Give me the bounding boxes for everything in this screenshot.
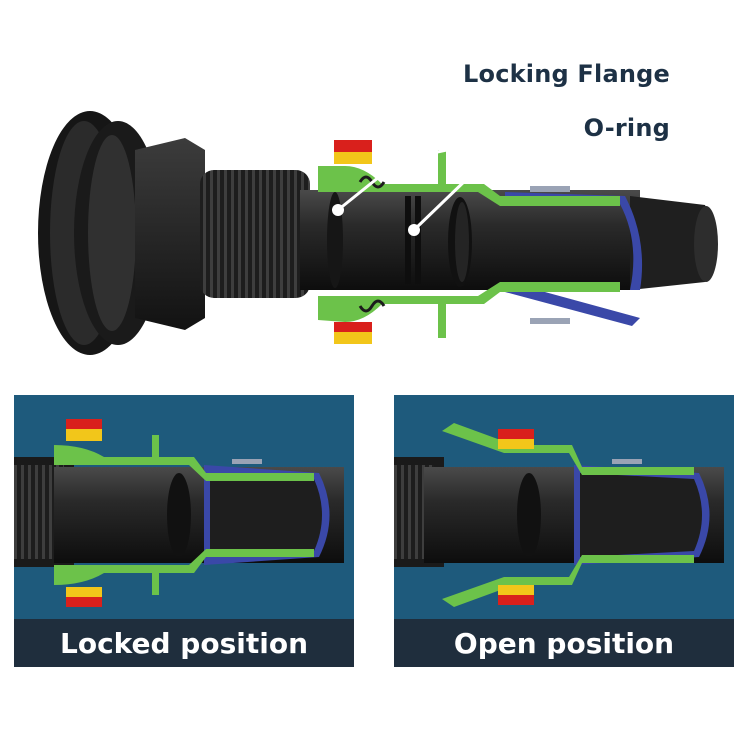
- callout-locking-flange: [332, 146, 457, 216]
- o-ring-label: O-ring: [583, 114, 670, 142]
- open-position-illustration: [394, 423, 724, 607]
- hose: [630, 196, 714, 290]
- hex-nut: [135, 138, 205, 330]
- threaded-shank: [200, 170, 310, 298]
- locked-position-panel: Locked position: [14, 395, 354, 667]
- locked-position-caption: Locked position: [14, 619, 354, 667]
- o-ring-grooves: [405, 196, 472, 287]
- locking-flange-label: Locking Flange: [463, 60, 670, 88]
- latch-bottom: [334, 322, 372, 344]
- open-position-panel: Open position: [394, 395, 734, 667]
- callout-o-ring: [408, 174, 472, 236]
- latch-top: [334, 140, 372, 164]
- open-position-caption: Open position: [394, 619, 734, 667]
- locked-position-illustration: [14, 419, 344, 607]
